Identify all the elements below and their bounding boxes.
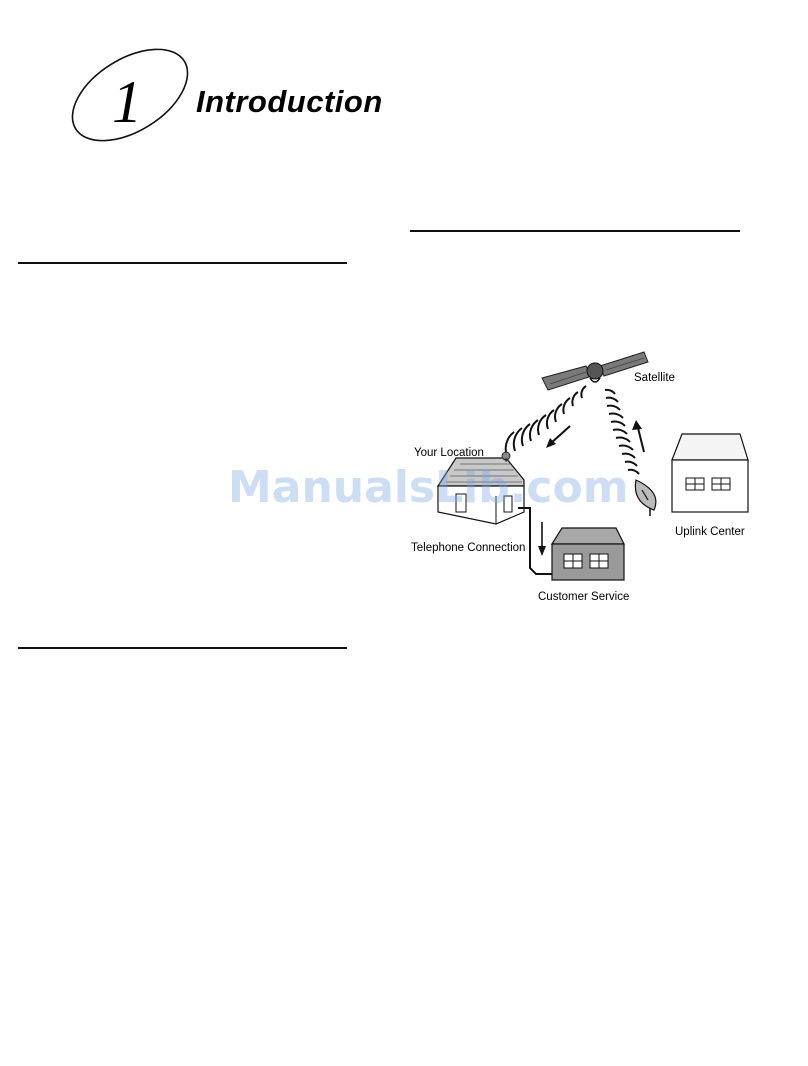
uplink-dish-icon (634, 479, 657, 516)
downlink-arrow-icon (546, 425, 571, 448)
section-rule (18, 647, 347, 649)
chapter-number: 1 (112, 69, 142, 135)
chapter-header: 1 Introduction (60, 40, 420, 150)
diagram-illustration (436, 351, 749, 581)
chapter-emblem (71, 48, 189, 142)
label-uplink-center: Uplink Center (675, 526, 745, 538)
section-rule (18, 262, 347, 264)
customer-service-building-icon (550, 527, 625, 581)
uplink-arrow-icon (632, 420, 645, 453)
section-rule (410, 230, 740, 232)
chapter-title: Introduction (196, 84, 383, 119)
uplink-center-building-icon (671, 433, 749, 513)
label-your-location: Your Location (414, 447, 484, 459)
telephone-arrow-icon (538, 522, 546, 556)
telephone-line (518, 507, 552, 575)
label-telephone-connection: Telephone Connection (411, 542, 526, 554)
label-satellite: Satellite (634, 372, 675, 384)
downlink-signal-waves (504, 385, 587, 457)
house-icon (436, 451, 525, 525)
uplink-signal-waves (604, 388, 640, 475)
watermark: ManualsLib.com (228, 462, 629, 513)
satellite-system-diagram: Satellite Your Location Uplink Center Te… (400, 330, 770, 620)
satellite-icon (541, 351, 649, 391)
label-customer-service: Customer Service (538, 591, 630, 603)
